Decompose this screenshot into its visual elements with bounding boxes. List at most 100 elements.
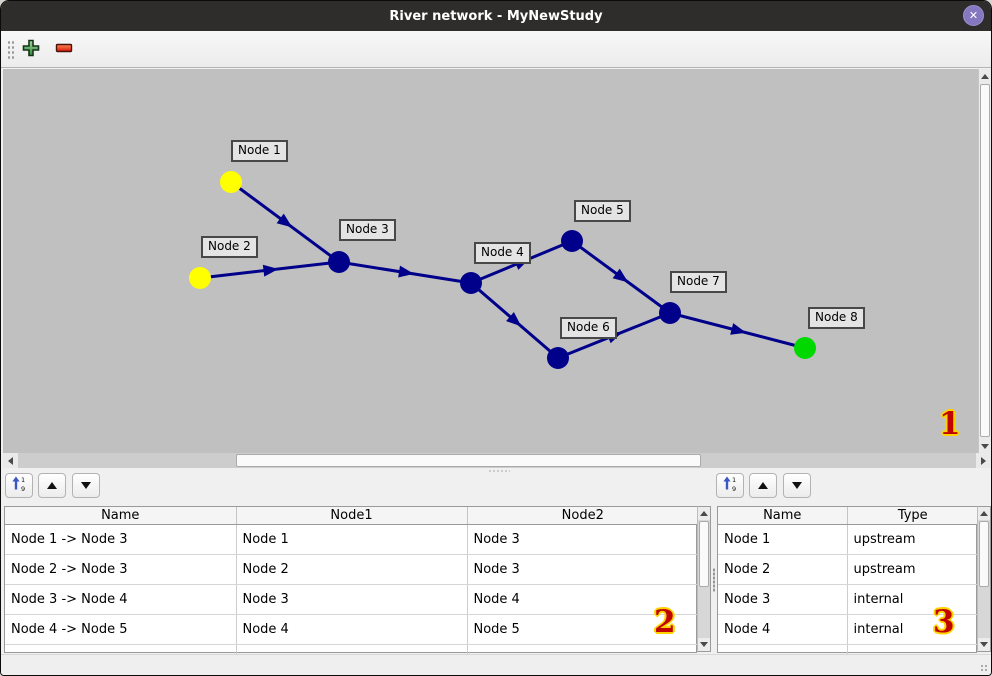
links-move-up-button[interactable] — [38, 473, 66, 498]
node-label[interactable]: Node 3 — [339, 219, 396, 241]
river-node[interactable] — [794, 337, 816, 359]
node-label[interactable]: Node 1 — [231, 140, 288, 162]
links-move-down-button[interactable] — [72, 473, 100, 498]
table-cell[interactable]: Node 4 -> Node 5 — [5, 614, 237, 645]
arrow-up-icon — [980, 511, 988, 516]
table-cell[interactable]: Node 4 — [467, 584, 698, 615]
nodes-sort-button[interactable]: 1 9 — [716, 473, 744, 498]
annotation-number: 2 — [654, 604, 676, 640]
column-header[interactable]: Node1 — [236, 507, 468, 525]
canvas-vertical-scrollbar[interactable] — [978, 69, 991, 453]
table-cell[interactable]: Node 3 — [236, 584, 468, 615]
nodes-move-up-button[interactable] — [749, 473, 777, 498]
table-cell[interactable]: Node 2 -> Node 3 — [5, 554, 237, 585]
column-header[interactable]: Name — [718, 507, 848, 525]
river-node[interactable] — [460, 272, 482, 294]
node-label[interactable]: Node 8 — [808, 307, 865, 329]
table-cell[interactable]: Node 1 -> Node 3 — [5, 524, 237, 555]
table-cell[interactable]: Node 3 — [467, 524, 698, 555]
toolbar — [1, 31, 991, 68]
node-label[interactable]: Node 4 — [474, 242, 531, 264]
scroll-up-button[interactable] — [978, 507, 990, 520]
scrollbar-thumb[interactable] — [236, 454, 701, 467]
scroll-down-button[interactable] — [979, 439, 991, 453]
table-cell[interactable]: Node 5 — [467, 614, 698, 645]
sort-numeric-icon: 1 9 — [11, 476, 27, 495]
river-node[interactable] — [189, 267, 211, 289]
node-label[interactable]: Node 6 — [560, 317, 617, 339]
node-label[interactable]: Node 2 — [201, 236, 258, 258]
table-cell[interactable]: Node 3 — [718, 584, 848, 615]
scrollbar-thumb[interactable] — [699, 521, 709, 587]
table-cell[interactable]: Node 1 — [236, 524, 468, 555]
scroll-right-button[interactable] — [976, 453, 991, 468]
pane-splitter-horizontal[interactable] — [1, 468, 991, 473]
triangle-down-icon — [792, 482, 802, 489]
node-label[interactable]: Node 7 — [670, 271, 727, 293]
svg-text:1: 1 — [21, 476, 25, 484]
table-cell[interactable]: Node 1 — [718, 524, 848, 555]
svg-text:9: 9 — [21, 485, 25, 492]
scrollbar-thumb[interactable] — [979, 521, 989, 587]
table-cell[interactable]: Node 2 — [718, 554, 848, 585]
splitter-grip-icon — [488, 470, 510, 472]
scroll-left-button[interactable] — [3, 453, 18, 468]
titlebar[interactable]: River network - MyNewStudy ✕ — [1, 1, 991, 31]
links-sort-button[interactable]: 1 9 — [5, 473, 33, 498]
triangle-up-icon — [758, 482, 768, 489]
toolbar-drag-handle[interactable] — [7, 40, 14, 60]
column-header[interactable]: Name — [5, 507, 237, 525]
scroll-down-button[interactable] — [698, 638, 710, 651]
river-node[interactable] — [547, 347, 569, 369]
flow-arrow-icon — [730, 323, 747, 335]
scroll-up-button[interactable] — [979, 69, 991, 83]
scroll-up-button[interactable] — [698, 507, 710, 520]
table-cell[interactable]: Node 3 — [467, 554, 698, 585]
scrollbar-thumb[interactable] — [980, 84, 990, 437]
scroll-down-button[interactable] — [978, 638, 990, 651]
river-node[interactable] — [220, 171, 242, 193]
nodes-move-down-button[interactable] — [783, 473, 811, 498]
table-cell[interactable]: Node 4 — [718, 614, 848, 645]
table-cell[interactable]: internal — [847, 584, 978, 615]
river-node[interactable] — [561, 230, 583, 252]
resize-grip-icon[interactable] — [980, 664, 988, 672]
links-table-scrollbar[interactable] — [697, 506, 711, 652]
table-cell[interactable]: Node 4 — [236, 614, 468, 645]
sort-numeric-icon: 1 9 — [722, 476, 738, 495]
column-header[interactable]: Node2 — [467, 507, 698, 525]
table-cell[interactable]: Node 2 — [236, 554, 468, 585]
column-header[interactable]: Type — [847, 507, 978, 525]
arrow-down-icon — [700, 642, 708, 647]
flow-arrow-icon — [398, 265, 414, 278]
pane-splitter-vertical[interactable] — [711, 504, 717, 654]
table-cell[interactable]: internal — [847, 614, 978, 645]
add-button[interactable] — [18, 36, 44, 62]
arrow-left-icon — [8, 456, 13, 465]
remove-button[interactable] — [51, 36, 77, 62]
nodes-table-scrollbar[interactable] — [977, 506, 991, 652]
flow-arrow-icon — [276, 213, 293, 228]
annotation-number: 1 — [939, 406, 961, 442]
flow-arrow-icon — [262, 264, 279, 277]
river-node[interactable] — [328, 251, 350, 273]
river-node[interactable] — [659, 302, 681, 324]
arrow-right-icon — [981, 456, 986, 465]
table-cell[interactable]: Node 3 -> Node 4 — [5, 584, 237, 615]
canvas-horizontal-scrollbar[interactable] — [3, 453, 991, 468]
river-network-canvas[interactable]: Node 1 Node 2 Node 3 Node 4 Node 5 Node 6 Node… — [3, 69, 978, 453]
close-button[interactable]: ✕ — [963, 5, 984, 26]
node-label[interactable]: Node 5 — [574, 200, 631, 222]
table-cell[interactable]: upstream — [847, 524, 978, 555]
table-cell[interactable]: upstream — [847, 554, 978, 585]
